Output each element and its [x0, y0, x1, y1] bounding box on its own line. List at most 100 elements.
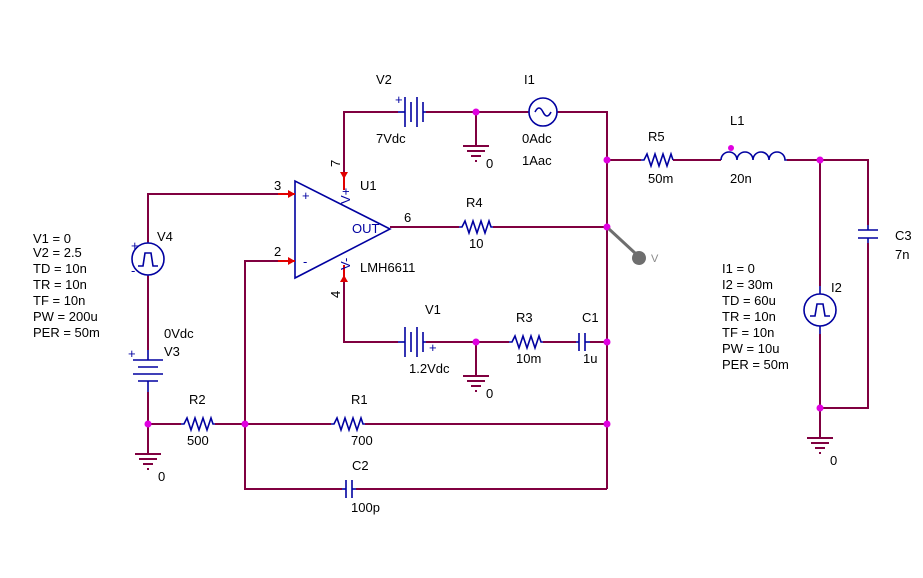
resistor-r4[interactable]	[459, 218, 493, 236]
u1-pin6: 6	[404, 210, 411, 225]
opamp-vplus-label: V+	[338, 188, 353, 204]
r4-value: 10	[469, 236, 483, 251]
i2-param: TF = 10n	[722, 325, 774, 340]
ground-label: 0	[830, 453, 837, 468]
i2-param: TR = 10n	[722, 309, 776, 324]
v3-ref: V3	[164, 344, 180, 359]
junction-dot	[816, 156, 824, 164]
i2-param: TD = 60u	[722, 293, 776, 308]
r5-ref: R5	[648, 129, 665, 144]
u1-pin7: 7	[328, 160, 343, 167]
u1-pin4: 4	[328, 291, 343, 298]
v4-param: PER = 50m	[33, 325, 100, 340]
i1-ref: I1	[524, 72, 535, 87]
c3-ref: C3	[895, 228, 912, 243]
svg-text:+: +	[395, 92, 403, 107]
opamp-vminus-label: V-	[338, 258, 353, 270]
r2-value: 500	[187, 433, 209, 448]
opamp-plus-sign: +	[302, 188, 310, 203]
inductor-l1[interactable]	[720, 151, 787, 161]
i2-param: PW = 10u	[722, 341, 779, 356]
v4-param: PW = 200u	[33, 309, 98, 324]
wire-l1-c3	[787, 159, 869, 225]
v4-ref: V4	[157, 229, 173, 244]
v4-param: TR = 10n	[33, 277, 87, 292]
r1-ref: R1	[351, 392, 368, 407]
voltage-probe[interactable]	[607, 227, 646, 265]
r3-ref: R3	[516, 310, 533, 325]
wires	[147, 111, 869, 490]
r3-value: 10m	[516, 351, 541, 366]
junctions	[144, 108, 824, 428]
i1-ac-value: 1Aac	[522, 153, 552, 168]
i2-params: I1 = 0 I2 = 30m TD = 60u TR = 10n TF = 1…	[722, 261, 789, 372]
wire-c3-bottom	[820, 243, 869, 409]
v2-ref: V2	[376, 72, 392, 87]
v1-ref: V1	[425, 302, 441, 317]
i2-param: I1 = 0	[722, 261, 755, 276]
v4-param: TD = 10n	[33, 261, 87, 276]
ground-symbol	[463, 145, 489, 162]
c1-value: 1u	[583, 351, 597, 366]
c1-ref: C1	[582, 310, 599, 325]
v4-params: V1 = 0 V2 = 2.5 TD = 10n TR = 10n TF = 1…	[33, 231, 100, 340]
resistor-r5[interactable]	[641, 151, 674, 169]
v4-param: V2 = 2.5	[33, 245, 82, 260]
junction-dot	[472, 108, 480, 116]
svg-text:+: +	[128, 346, 136, 361]
resistor-r2[interactable]	[181, 415, 215, 433]
pulse-voltage-source-v4[interactable]: + -	[131, 238, 165, 278]
c2-ref: C2	[352, 458, 369, 473]
junction-dot	[472, 338, 480, 346]
v4-param: TF = 10n	[33, 293, 85, 308]
opamp-out-label: OUT	[352, 221, 380, 236]
capacitor-c2[interactable]	[342, 480, 356, 498]
l1-ref: L1	[730, 113, 744, 128]
junction-dot	[603, 338, 611, 346]
opamp-minus-sign: -	[303, 254, 307, 269]
ground-label: 0	[158, 469, 165, 484]
c2-value: 100p	[351, 500, 380, 515]
r1-value: 700	[351, 433, 373, 448]
pulse-current-source-i2[interactable]	[803, 286, 837, 334]
wire-vplus-v2	[343, 111, 398, 172]
resistor-r1[interactable]	[331, 415, 365, 433]
ac-current-source-i1[interactable]	[528, 97, 558, 127]
resistor-r3[interactable]	[509, 333, 543, 351]
svg-text:-: -	[131, 263, 135, 278]
battery-v1[interactable]: +	[398, 327, 437, 357]
wire-v4-plus	[147, 193, 278, 242]
capacitor-c3[interactable]	[858, 225, 878, 243]
svg-text:+: +	[429, 340, 437, 355]
battery-v2[interactable]: +	[395, 92, 426, 127]
i1-value: 0Adc	[522, 131, 552, 146]
ground-symbol	[463, 375, 489, 392]
wire-vminus-v1	[343, 282, 398, 343]
l1-value: 20n	[730, 171, 752, 186]
junction-dot	[144, 420, 152, 428]
i2-param: PER = 50m	[722, 357, 789, 372]
u1-pin3: 3	[274, 178, 281, 193]
u1-part: LMH6611	[360, 260, 415, 275]
r4-ref: R4	[466, 195, 483, 210]
junction-dot	[603, 156, 611, 164]
wire-minus-feedback	[244, 260, 342, 490]
battery-v3[interactable]: +	[128, 346, 163, 392]
v3-value: 0Vdc	[164, 326, 194, 341]
ground-symbol	[135, 453, 161, 470]
v2-value: 7Vdc	[376, 131, 406, 146]
ground-symbol	[807, 437, 833, 454]
voltage-probe-label: V	[651, 253, 659, 265]
u1-ref: U1	[360, 178, 377, 193]
ground-label: 0	[486, 386, 493, 401]
r2-ref: R2	[189, 392, 206, 407]
junction-dot	[816, 404, 824, 412]
opamp-u1[interactable]: + - OUT V+ V-	[278, 172, 392, 282]
wire-right-rail	[558, 111, 608, 489]
c3-value: 7n	[895, 247, 909, 262]
v1-value: 1.2Vdc	[409, 361, 450, 376]
capacitor-c1[interactable]	[576, 333, 590, 351]
i2-param: I2 = 30m	[722, 277, 773, 292]
inductor-phase-dot	[728, 145, 734, 151]
